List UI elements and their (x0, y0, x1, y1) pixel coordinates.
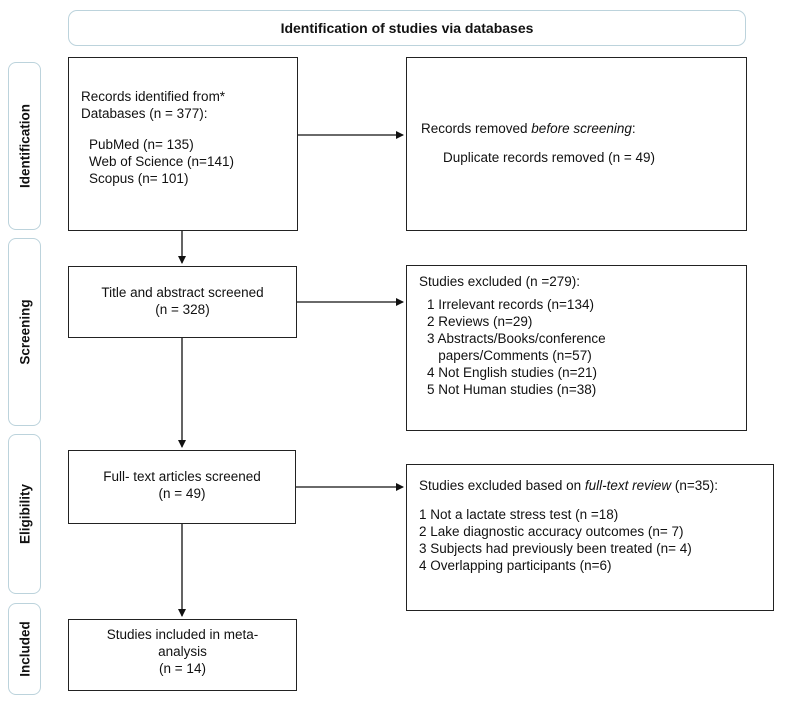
header-title: Identification of studies via databases (280, 20, 534, 36)
excluded-fulltext-item: 3 Subjects had previously been treated (… (419, 541, 692, 556)
identified-line2: Databases (n = 377): (81, 106, 208, 121)
excluded-fulltext-item: 2 Lake diagnostic accuracy outcomes (n= … (419, 524, 684, 539)
diagram-header: Identification of studies via databases (68, 10, 746, 46)
fulltext-screened-box: Full- text articles screened (n = 49) (68, 450, 296, 524)
studies-excluded-fulltext-box: Studies excluded based on full-text revi… (406, 464, 774, 611)
screened-line1: Title and abstract screened (101, 285, 264, 300)
excluded-screening-item: 3 Abstracts/Books/conference (427, 331, 606, 346)
removed-title: Records removed before screening: (421, 121, 636, 136)
phase-included: Included (8, 603, 41, 695)
phase-identification: Identification (8, 62, 41, 230)
phase-screening: Screening (8, 238, 41, 426)
excluded-screening-item: 5 Not Human studies (n=38) (427, 382, 597, 397)
identified-wos: Web of Science (n=141) (89, 154, 234, 169)
records-removed-box: Records removed before screening: Duplic… (406, 57, 747, 231)
fulltext-line2: (n = 49) (158, 486, 206, 501)
studies-included-box: Studies included in meta- analysis (n = … (68, 619, 297, 691)
excluded-screening-item: 1 Irrelevant records (n=134) (427, 297, 594, 312)
excluded-screening-item: 4 Not English studies (n=21) (427, 365, 597, 380)
screened-line2: (n = 328) (155, 302, 210, 317)
identified-line1: Records identified from* (81, 89, 226, 104)
phase-eligibility: Eligibility (8, 434, 41, 594)
studies-excluded-screening-box: Studies excluded (n =279): 1 Irrelevant … (406, 265, 747, 431)
excluded-screening-item: 2 Reviews (n=29) (427, 314, 533, 329)
records-identified-box: Records identified from* Databases (n = … (68, 57, 298, 231)
excluded-fulltext-item: 4 Overlapping participants (n=6) (419, 558, 612, 573)
removed-duplicates: Duplicate records removed (n = 49) (443, 150, 655, 165)
excluded-fulltext-item: 1 Not a lactate stress test (n =18) (419, 507, 619, 522)
identified-scopus: Scopus (n= 101) (89, 171, 189, 186)
excluded-screening-title: Studies excluded (n =279): (419, 274, 580, 289)
excluded-fulltext-title: Studies excluded based on full-text revi… (419, 478, 719, 493)
excluded-screening-item: papers/Comments (n=57) (427, 348, 592, 363)
identified-pubmed: PubMed (n= 135) (89, 137, 194, 152)
included-line3: (n = 14) (159, 661, 206, 676)
included-line2: analysis (158, 644, 207, 659)
included-line1: Studies included in meta- (106, 627, 259, 642)
title-abstract-screened-box: Title and abstract screened (n = 328) (68, 266, 297, 338)
fulltext-line1: Full- text articles screened (103, 469, 261, 484)
